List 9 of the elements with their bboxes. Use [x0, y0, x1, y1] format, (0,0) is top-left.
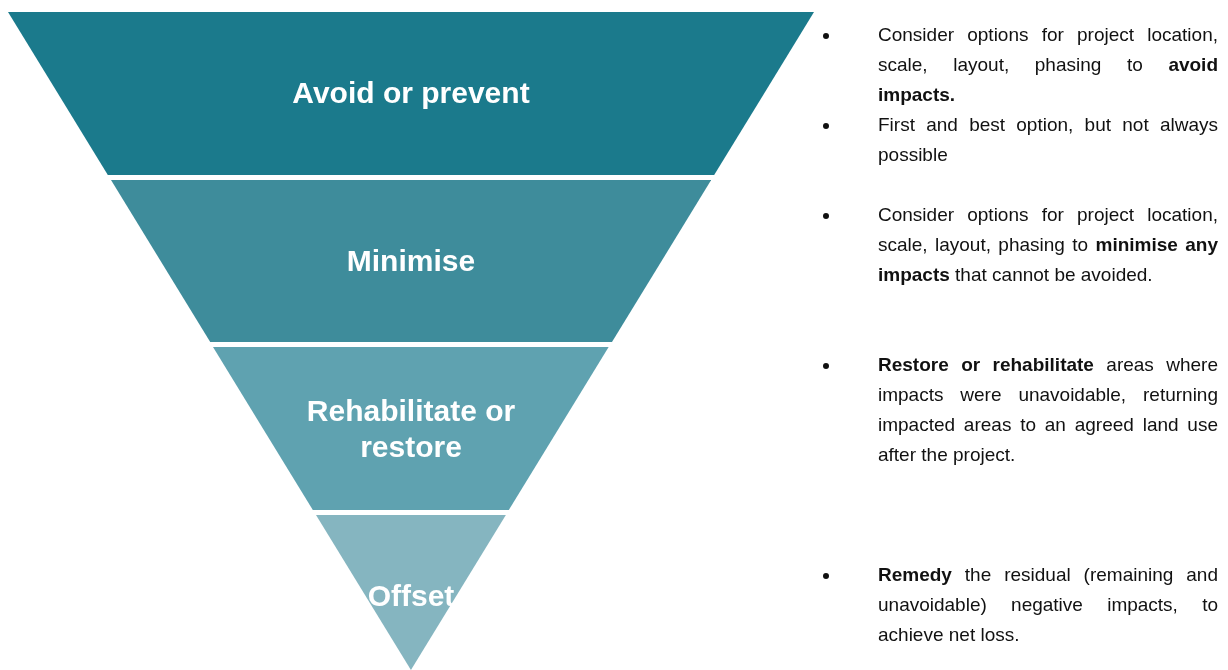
band-label: Minimise [345, 243, 477, 279]
bullet-text: Restore or rehabilitate areas where impacts were unavoidable, returning impacted areas to an agreed land use after the project. [878, 353, 1218, 467]
band-label: Rehabilitate or restore [305, 393, 517, 465]
bullet-text: Consider options for project location, scale, layout, phasing to minimise any impacts that cannot be avoided. [878, 203, 1218, 287]
band-label: Offset [366, 578, 456, 614]
bullet-text: Consider options for project location, scale, layout, phasing to avoid impacts. [878, 23, 1218, 107]
band-label: Avoid or prevent [291, 75, 531, 111]
bullet-text: Remedy the residual (remaining and unavoidable) negative impacts, to achieve net loss. [878, 563, 1218, 647]
bullet-text: First and best option, but not always possible [878, 113, 1218, 167]
